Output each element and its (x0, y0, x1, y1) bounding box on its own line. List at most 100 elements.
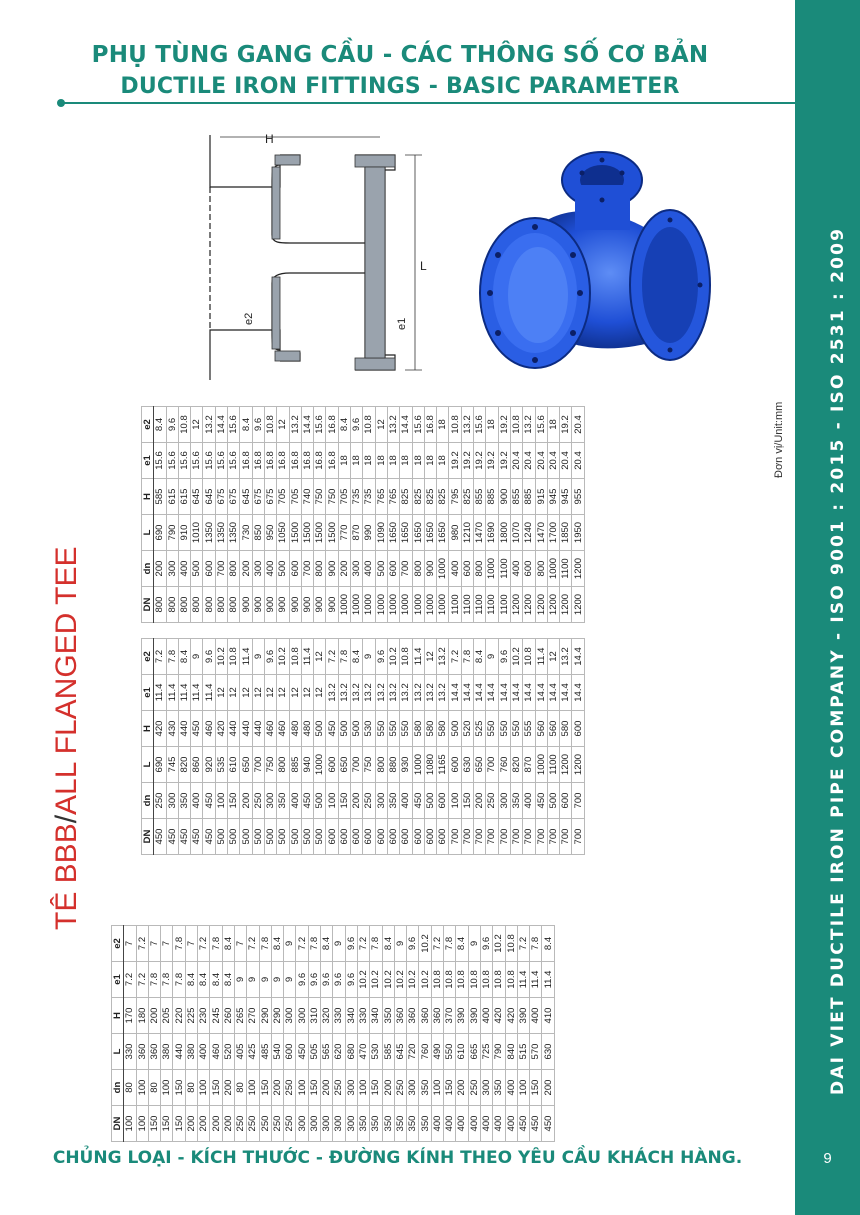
column-header: DN (141, 818, 154, 855)
table-cell: 1000 (485, 550, 499, 587)
table-cell: 1690 (485, 514, 499, 551)
table-cell: 825 (436, 478, 449, 515)
table-cell: 400 (455, 1105, 469, 1142)
table-cell: 150 (172, 1069, 186, 1106)
table-cell: 9.6 (308, 961, 321, 998)
table-cell: 700 (498, 818, 511, 855)
table-cell: 100 (160, 1069, 173, 1106)
table-cell: 800 (166, 586, 179, 623)
table-cell: 600 (436, 782, 449, 819)
table-cell: 10.2 (276, 638, 290, 675)
table-cell: 1000 (535, 746, 548, 783)
table-cell: 8.4 (178, 638, 191, 675)
table-cell: 400 (480, 1105, 493, 1142)
table-cell: 825 (461, 478, 474, 515)
table-cell: 350 (492, 1069, 505, 1106)
table-cell: 8.4 (197, 961, 210, 998)
unit-label: Đơn vị/Unit:mm (773, 401, 785, 478)
table-cell: 725 (480, 1033, 493, 1070)
table-cell: 485 (259, 1033, 272, 1070)
table-cell: 1800 (498, 514, 511, 551)
table-cell: 1165 (436, 746, 449, 783)
table-cell: 800 (215, 586, 228, 623)
table-cell: 8.4 (382, 925, 395, 962)
table-cell: 600 (387, 818, 400, 855)
table-cell: 9 (271, 961, 284, 998)
table-cell: 800 (178, 586, 191, 623)
table-cell: 7.2 (136, 961, 149, 998)
divider-dot (57, 99, 65, 107)
table-cell: 9 (283, 925, 296, 962)
table-cell: 250 (234, 1105, 247, 1142)
table-cell: 7.2 (517, 925, 530, 962)
table-cell: 11.4 (166, 674, 179, 711)
table-cell: 800 (535, 550, 548, 587)
table-cell: 600 (350, 818, 363, 855)
table-cell: 645 (190, 478, 203, 515)
table-cell: 350 (510, 782, 523, 819)
table-cell: 12 (375, 406, 388, 443)
table-cell: 450 (535, 782, 548, 819)
table-cell: 400 (443, 1105, 456, 1142)
table-cell: 13.2 (461, 406, 474, 443)
table-cell: 14.4 (485, 674, 499, 711)
table-cell: 7.8 (308, 925, 321, 962)
table-cell: 1650 (412, 514, 425, 551)
table-cell: 1090 (375, 514, 388, 551)
table-cell: 9.6 (498, 638, 511, 675)
table-cell: 460 (276, 710, 290, 747)
table-cell: 870 (522, 746, 535, 783)
table-cell: 16.8 (252, 442, 265, 479)
table-cell: 250 (283, 1069, 296, 1106)
table-cell: 18 (485, 406, 499, 443)
table-cell: 450 (295, 1033, 309, 1070)
table-cell: 100 (136, 1069, 149, 1106)
table-cell: 585 (153, 478, 167, 515)
table-cell: 10.2 (357, 961, 370, 998)
table-cell: 1000 (412, 746, 425, 783)
table-cell: 610 (227, 746, 240, 783)
table-cell: 8.4 (209, 961, 223, 998)
table-cell: 18 (362, 442, 376, 479)
table-cell: 400 (468, 1105, 481, 1142)
table-cell: 770 (338, 514, 351, 551)
table-cell: 1100 (559, 550, 572, 587)
tee-technical-drawing: H L e2 e1 (209, 132, 427, 380)
table-cell: 100 (517, 1069, 530, 1106)
table-cell: 8.4 (338, 406, 351, 443)
table-cell: 12 (313, 674, 326, 711)
table-cell: 450 (325, 710, 339, 747)
table-cell: 16.8 (325, 406, 339, 443)
dimension-l-label: L (420, 259, 427, 273)
table-cell: 340 (345, 997, 358, 1034)
table-cell: 615 (178, 478, 191, 515)
table-cell: 300 (295, 1105, 309, 1142)
table-cell: 8.4 (239, 406, 253, 443)
table-cell: 600 (202, 550, 216, 587)
table-cell: 13.2 (559, 638, 572, 675)
table-cell: 7.8 (172, 961, 186, 998)
table-cell: 7.2 (325, 638, 339, 675)
page-title-vietnamese: PHỤ TÙNG GANG CẦU - CÁC THÔNG SỐ CƠ BẢN (91, 42, 709, 68)
table-cell: 350 (418, 1069, 432, 1106)
table-cell: 690 (153, 746, 167, 783)
table-cell: 250 (153, 782, 167, 819)
table-cell: 200 (148, 997, 161, 1034)
table-cell: 1200 (510, 586, 523, 623)
